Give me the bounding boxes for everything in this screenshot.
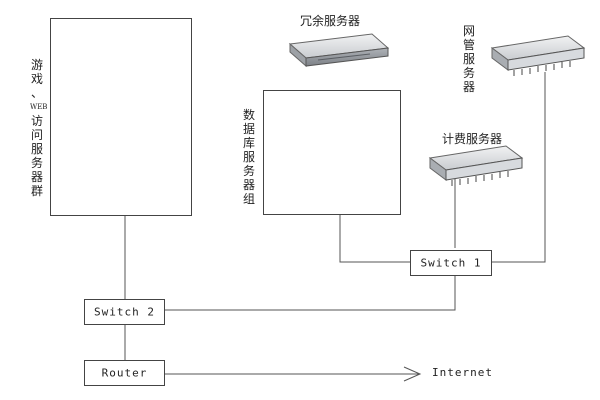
billing-server-label: 计费服务器 (442, 132, 503, 146)
arrow-internet (403, 366, 422, 382)
line-switch1-switch2 (165, 276, 456, 311)
router-node: Router (84, 360, 165, 386)
connection-lines (124, 72, 546, 382)
database-server-group-box (263, 90, 401, 215)
switch1-label: Switch 1 (420, 256, 482, 270)
switch2-node: Switch 2 (84, 299, 165, 325)
redundant-server-label: 冗余服务器 (300, 14, 361, 28)
web-server-group-box (50, 18, 192, 216)
internet-label: Internet (432, 366, 493, 379)
database-server-group-label: 数据库服务器组 (242, 108, 255, 206)
line-netmgmt-switch1 (492, 72, 546, 263)
router-label: Router (101, 366, 148, 380)
switch2-label: Switch 2 (94, 305, 155, 319)
line-dbgroup-switch1 (339, 215, 410, 263)
network-mgmt-server-label: 网管服务器 (462, 24, 475, 94)
switch1-node: Switch 1 (410, 250, 492, 276)
redundant-server-unit (288, 33, 390, 68)
billing-server-unit (428, 145, 524, 186)
network-mgmt-server-unit (490, 35, 586, 76)
